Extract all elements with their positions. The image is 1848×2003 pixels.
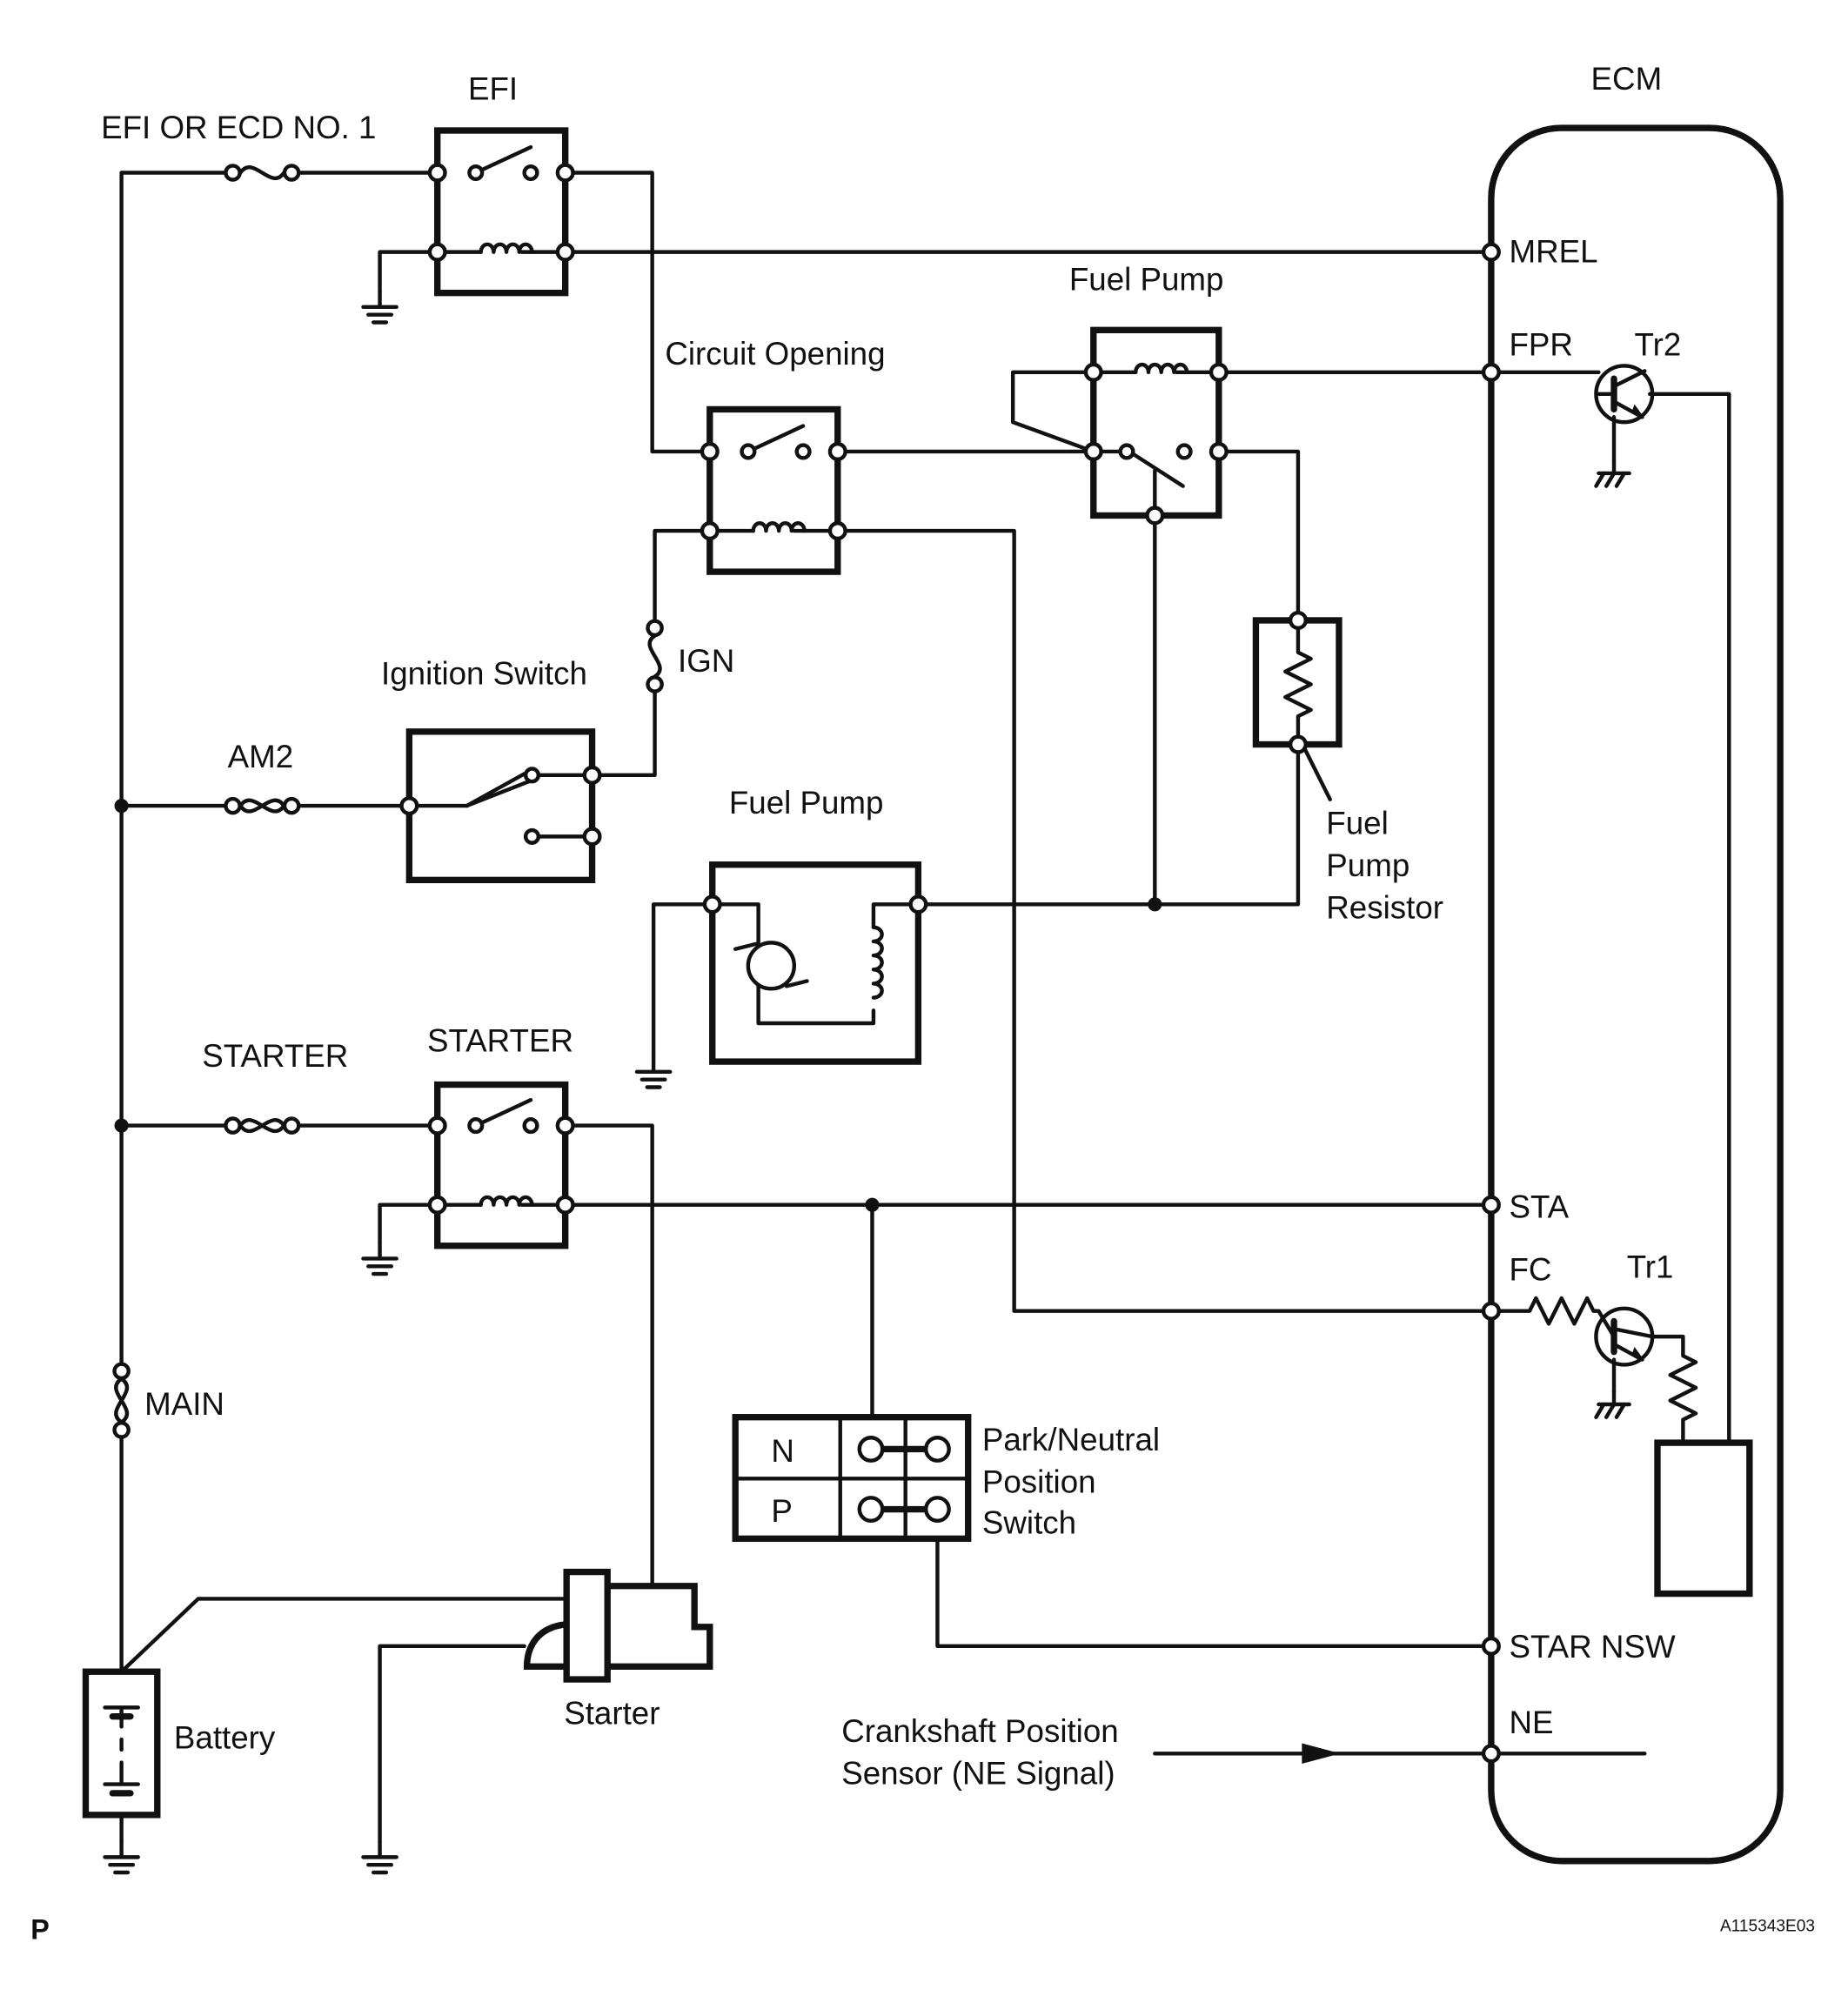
fuel-pump-motor (702, 861, 928, 1065)
fuel-pump-relay-label: Fuel Pump (1069, 262, 1224, 298)
resistor-label-line3: Resistor (1326, 889, 1443, 925)
ecm-label: ECM (1591, 61, 1663, 97)
pnp-label-line2: Position (982, 1464, 1096, 1499)
ne-terminal-label: NE (1509, 1705, 1553, 1740)
starter-motor (523, 1568, 713, 1683)
efi-relay-label: EFI (468, 71, 518, 107)
fuse-efi (224, 164, 301, 182)
fuel-pump-label: Fuel Pump (729, 785, 884, 821)
starter-relay-label: STARTER (427, 1022, 573, 1058)
resistor-label-line2: Pump (1326, 847, 1409, 883)
fuse-starter (224, 1116, 301, 1135)
reference-code: A115343E03 (1720, 1918, 1815, 1936)
efi-fuse-label: EFI OR ECD NO. 1 (101, 110, 376, 145)
corner-p-label: P (30, 1913, 50, 1945)
crank-sensor-label-line2: Sensor (NE Signal) (841, 1756, 1115, 1792)
ign-fuse-label: IGN (678, 643, 734, 679)
pnp-label-line3: Switch (982, 1504, 1076, 1540)
pnp-n-label: N (771, 1433, 794, 1469)
battery-label: Battery (174, 1719, 276, 1755)
ignition-switch-label: Ignition Switch (381, 655, 587, 691)
tr1-label: Tr1 (1627, 1249, 1674, 1284)
resistor-label-line1: Fuel (1326, 805, 1388, 841)
park-neutral-position-switch (732, 1414, 972, 1543)
tr2-label: Tr2 (1635, 327, 1682, 363)
crank-sensor-label-line1: Crankshaft Position (841, 1713, 1119, 1749)
am2-fuse-label: AM2 (228, 739, 294, 774)
star-nsw-terminal-label: STAR NSW (1509, 1629, 1675, 1665)
starter-label: Starter (564, 1695, 660, 1731)
junction-dots (114, 799, 1162, 1212)
circuit-opening-label: Circuit Opening (665, 336, 885, 372)
battery (82, 1668, 161, 1844)
pnp-label-line1: Park/Neutral (982, 1422, 1160, 1457)
ignition-switch (399, 728, 602, 884)
starter-fuse-label: STARTER (202, 1038, 348, 1074)
mrel-terminal-label: MREL (1509, 233, 1597, 269)
circuit-opening-relay (700, 405, 847, 575)
fuse-main (112, 1362, 131, 1439)
fuel-pump-resistor (1252, 610, 1342, 801)
fpr-terminal-label: FPR (1509, 327, 1572, 363)
fuel-pump-relay (1083, 326, 1229, 526)
starter-relay (427, 1081, 575, 1249)
fuse-ign (646, 619, 664, 693)
pnp-p-label: P (771, 1493, 793, 1529)
wires (119, 171, 1731, 1844)
ecm-unit (1481, 124, 1784, 1865)
fc-terminal-label: FC (1509, 1251, 1551, 1287)
main-fuse-label: MAIN (144, 1386, 224, 1422)
efi-relay (427, 127, 575, 297)
sta-terminal-label: STA (1509, 1189, 1569, 1224)
text-labels: EFI OR ECD NO. 1 EFI ECM MREL Fuel Pump … (30, 61, 1815, 1945)
fuse-am2 (224, 796, 301, 815)
ground-symbols (105, 291, 1630, 1872)
